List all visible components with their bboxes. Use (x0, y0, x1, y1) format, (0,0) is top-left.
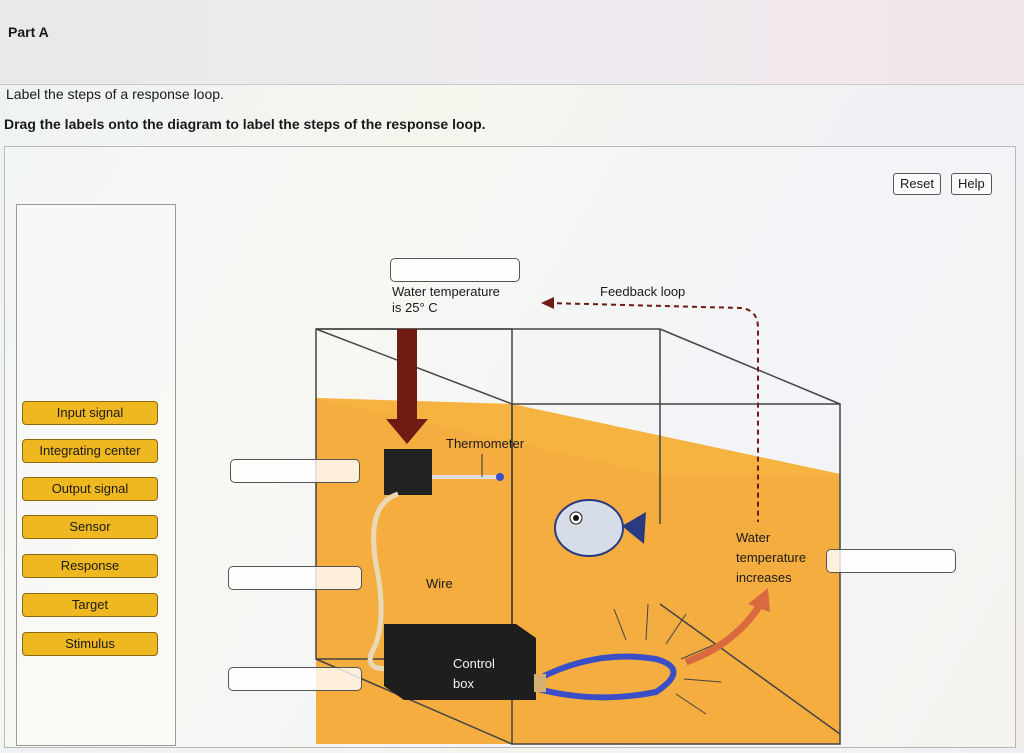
water-surface (316, 398, 840, 474)
feedback-loop-line (547, 302, 759, 522)
heater-plug (534, 674, 546, 692)
increase-label-line2: temperature (736, 550, 807, 565)
increase-label-line1: Water (736, 530, 771, 545)
thermometer-label: Thermometer (446, 436, 525, 451)
label-response[interactable]: Response (22, 554, 158, 578)
thermometer-bulb (496, 473, 504, 481)
drop-target-wire-box[interactable] (228, 566, 362, 590)
label-stimulus[interactable]: Stimulus (22, 632, 158, 656)
water-temp-label-line2: is 25° C (392, 300, 438, 315)
stimulus-arrow-shaft (397, 329, 417, 419)
drop-target-stimulus-box[interactable] (390, 258, 520, 282)
drop-target-control-box[interactable] (228, 667, 362, 691)
instruction-text: Label the steps of a response loop. (6, 86, 224, 102)
part-title: Part A (8, 24, 49, 40)
control-box (384, 624, 536, 700)
control-box-label-line2: box (453, 676, 474, 691)
help-button[interactable]: Help (951, 173, 992, 195)
drop-target-sensor-box[interactable] (230, 459, 360, 483)
drop-target-response-box[interactable] (826, 549, 956, 573)
response-loop-diagram: Water temperature is 25° C Feedback loop… (176, 204, 984, 748)
sensor-box (384, 449, 432, 495)
response-arrow-head (748, 588, 770, 612)
heat-rays (613, 603, 722, 715)
feedback-arrow-head (541, 297, 554, 309)
aquarium-illustration (315, 297, 841, 745)
feedback-loop-label: Feedback loop (600, 284, 686, 299)
label-input-signal[interactable]: Input signal (22, 401, 158, 425)
part-header: Part A (0, 0, 1024, 85)
fish (554, 499, 646, 557)
label-target[interactable]: Target (22, 593, 158, 617)
water-temp-label-line1: Water temperature (392, 284, 500, 299)
label-integrating-center[interactable]: Integrating center (22, 439, 158, 463)
response-arrow-shaft (684, 600, 765, 666)
wire (367, 491, 409, 672)
label-bank (16, 204, 176, 746)
instruction-bold-text: Drag the labels onto the diagram to labe… (4, 116, 486, 132)
reset-button[interactable]: Reset (893, 173, 941, 195)
control-box-label-line1: Control (453, 656, 495, 671)
wire-label: Wire (426, 576, 453, 591)
label-output-signal[interactable]: Output signal (22, 477, 158, 501)
increase-label-line3: increases (736, 570, 792, 585)
heater-coil (536, 653, 677, 701)
stimulus-arrow-head (386, 419, 428, 444)
label-sensor[interactable]: Sensor (22, 515, 158, 539)
